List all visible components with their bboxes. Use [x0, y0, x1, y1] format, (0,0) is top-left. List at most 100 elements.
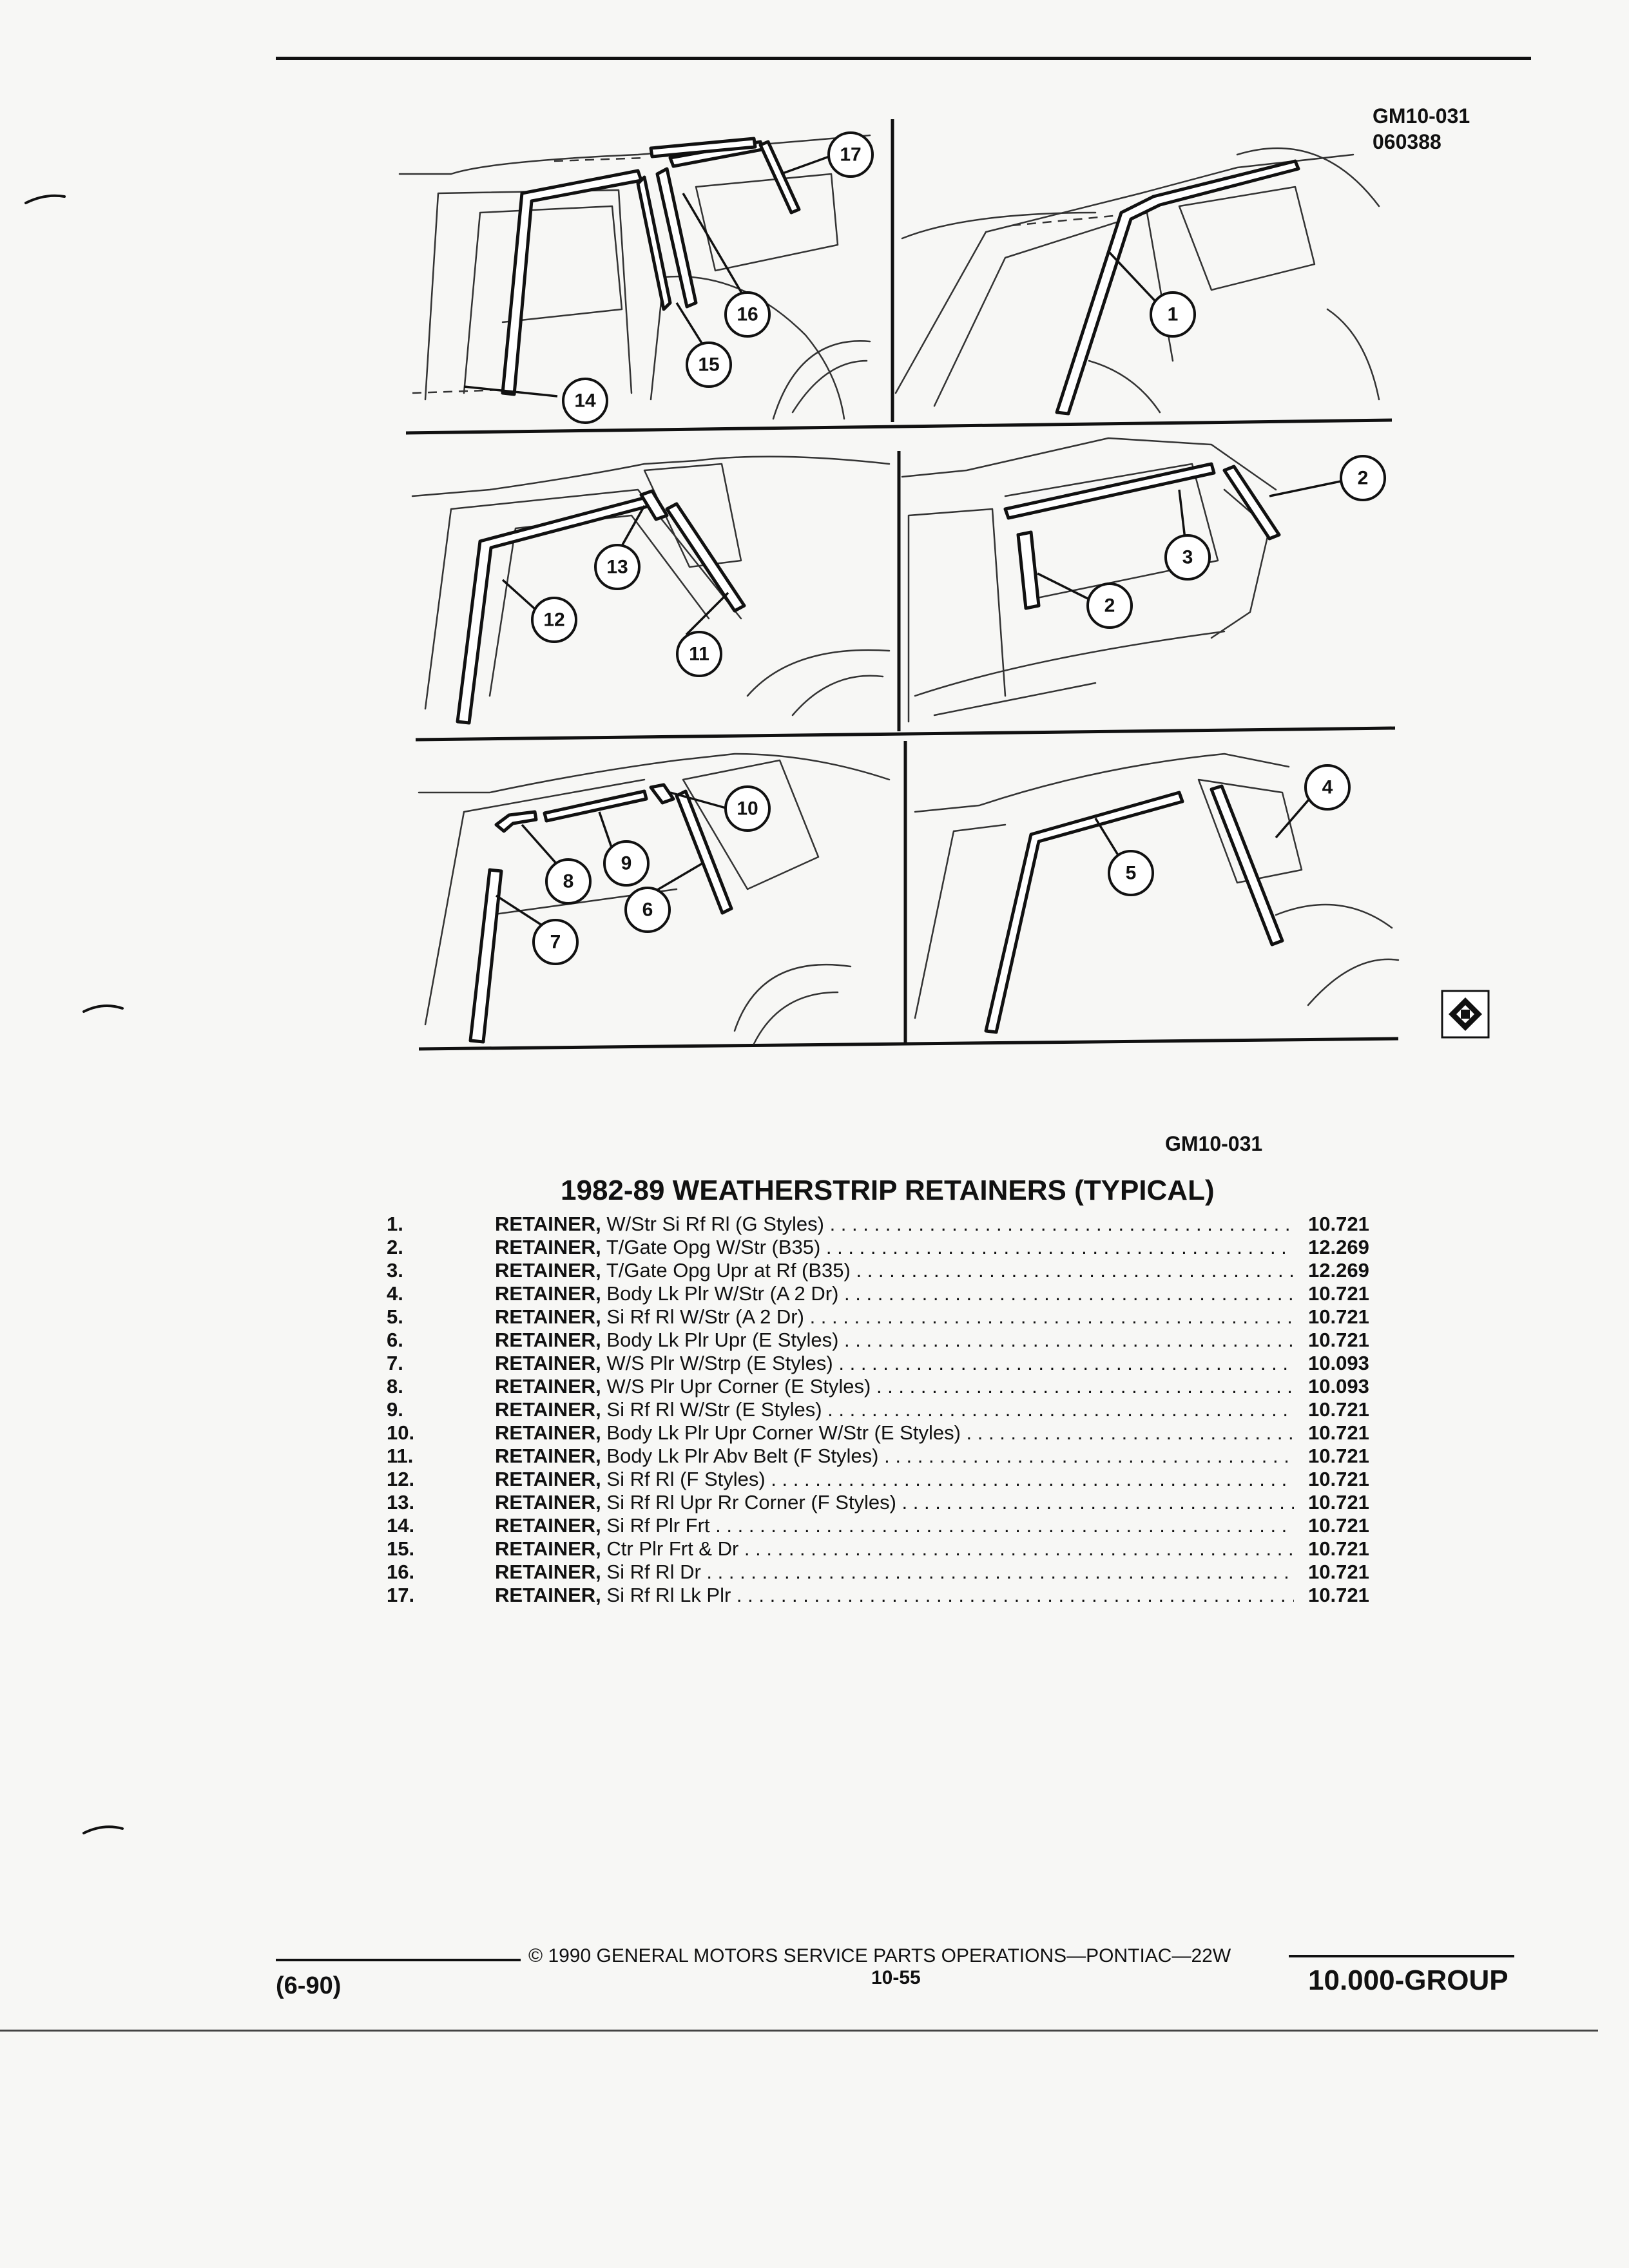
part-number: 16. — [387, 1561, 415, 1583]
callout-1-label: 1 — [1168, 304, 1179, 325]
part-name: RETAINER, — [495, 1514, 601, 1537]
figure-code: GM10-031 — [1373, 104, 1470, 128]
callout-9: 9 — [603, 840, 650, 887]
panel-middle-left — [411, 456, 891, 725]
callout-2b: 2 — [1086, 582, 1133, 629]
callout-17: 17 — [827, 131, 874, 178]
footer-rule-right — [1289, 1955, 1514, 1957]
callout-2a-label: 2 — [1358, 468, 1369, 489]
bottom-rule — [0, 2030, 1598, 2032]
footer-group: 10.000-GROUP — [1308, 1965, 1509, 1996]
callout-16: 16 — [724, 291, 771, 338]
margin-mark — [82, 1825, 124, 1834]
part-name: RETAINER, — [495, 1236, 601, 1258]
callout-6: 6 — [624, 887, 671, 933]
part-number: 14. — [387, 1514, 415, 1537]
panel-middle-right — [901, 437, 1281, 723]
leader-dots: . . . . . . . . . . . . . . . . . . . . … — [771, 1468, 1294, 1490]
callout-14: 14 — [562, 378, 608, 424]
part-group-number: 10.721 — [1308, 1213, 1369, 1235]
parts-list-row: 10. RETAINER, Body Lk Plr Upr Corner W/St… — [387, 1421, 1392, 1445]
parts-list-row: 3. RETAINER, T/Gate Opg Upr at Rf (B35) .… — [387, 1259, 1392, 1282]
part-detail: T/Gate Opg W/Str (B35) — [606, 1236, 821, 1258]
footer-date: (6-90) — [276, 1972, 342, 1999]
leader-dots: . . . . . . . . . . . . . . . . . . . . … — [706, 1561, 1294, 1583]
footer-copyright: © 1990 GENERAL MOTORS SERVICE PARTS OPER… — [528, 1945, 1231, 1966]
part-group-number: 10.721 — [1308, 1282, 1369, 1305]
part-group-number: 10.721 — [1308, 1305, 1369, 1328]
part-number: 3. — [387, 1259, 403, 1282]
callout-11: 11 — [676, 631, 722, 677]
part-detail: Body Lk Plr Abv Belt (F Styles) — [606, 1445, 879, 1467]
callout-10: 10 — [724, 785, 771, 832]
part-description: RETAINER, Si Rf Rl (F Styles) . . . . . … — [495, 1468, 1294, 1491]
parts-list-row: 6.RETAINER, Body Lk Plr Upr (E Styles) .… — [387, 1329, 1392, 1352]
callout-9-label: 9 — [621, 853, 632, 874]
callout-7-label: 7 — [550, 932, 561, 953]
part-description: RETAINER, Ctr Plr Frt & Dr . . . . . . .… — [495, 1537, 1294, 1561]
part-name: RETAINER, — [495, 1445, 601, 1467]
parts-list-row: 4.RETAINER, Body Lk Plr W/Str (A 2 Dr) .… — [387, 1282, 1392, 1305]
footer-page-number: 10-55 — [871, 1967, 921, 1988]
part-number: 10. — [387, 1421, 415, 1444]
part-description: RETAINER, Si Rf Rl Lk Plr . . . . . . . … — [495, 1584, 1294, 1607]
part-description: RETAINER, Body Lk Plr Abv Belt (F Styles… — [495, 1445, 1294, 1468]
part-name: RETAINER, — [495, 1259, 601, 1282]
parts-list-row: 12.RETAINER, Si Rf Rl (F Styles) . . . .… — [387, 1468, 1392, 1491]
callout-11-label: 11 — [689, 644, 709, 665]
part-description: RETAINER, T/Gate Opg Upr at Rf (B35) . .… — [495, 1259, 1294, 1282]
part-description: RETAINER, Body Lk Plr Upr (E Styles) . .… — [495, 1329, 1294, 1352]
callout-4: 4 — [1304, 764, 1351, 811]
part-name: RETAINER, — [495, 1213, 601, 1235]
panel-top-right — [894, 147, 1380, 416]
parts-list-row: 16. RETAINER, Si Rf Rl Dr . . . . . . . .… — [387, 1561, 1392, 1584]
part-number: 8. — [387, 1375, 403, 1398]
part-group-number: 10.721 — [1308, 1398, 1369, 1421]
parts-list-row: 1.RETAINER, W/Str Si Rf Rl (G Styles) . … — [387, 1213, 1392, 1236]
callout-4-label: 4 — [1322, 777, 1333, 798]
callout-2b-label: 2 — [1104, 595, 1115, 617]
leader-dots: . . . . . . . . . . . . . . . . . . . . … — [876, 1375, 1294, 1398]
figure-number: 060388 — [1373, 130, 1441, 153]
parts-list-row: 13.RETAINER, Si Rf Rl Upr Rr Corner (F S… — [387, 1491, 1392, 1514]
part-name: RETAINER, — [495, 1584, 601, 1606]
part-detail: Si Rf Plr Frt — [606, 1514, 710, 1537]
part-number: 2. — [387, 1236, 403, 1258]
parts-list-row: 15. RETAINER, Ctr Plr Frt & Dr . . . . . … — [387, 1537, 1392, 1561]
part-detail: Body Lk Plr Upr Corner W/Str (E Styles) — [606, 1421, 961, 1444]
parts-list-row: 14.RETAINER, Si Rf Plr Frt . . . . . . .… — [387, 1514, 1392, 1537]
callout-1: 1 — [1150, 291, 1196, 338]
part-name: RETAINER, — [495, 1491, 601, 1514]
part-number: 1. — [387, 1213, 403, 1235]
top-rule — [276, 57, 1531, 60]
margin-mark — [24, 194, 66, 204]
part-group-number: 10.093 — [1308, 1352, 1369, 1374]
part-detail: Ctr Plr Frt & Dr — [606, 1537, 739, 1560]
leader-dots: . . . . . . . . . . . . . . . . . . . . … — [825, 1236, 1294, 1258]
callout-2a: 2 — [1340, 455, 1386, 501]
part-number: 11. — [387, 1445, 414, 1467]
callout-3: 3 — [1164, 534, 1211, 581]
part-description: RETAINER, Body Lk Plr Upr Corner W/Str (… — [495, 1421, 1294, 1445]
part-description: RETAINER, Si Rf Rl Dr . . . . . . . . . … — [495, 1561, 1294, 1584]
part-description: RETAINER, Si Rf Rl W/Str (A 2 Dr) . . . … — [495, 1305, 1294, 1329]
callout-13-label: 13 — [606, 557, 628, 578]
callout-12: 12 — [531, 597, 577, 643]
part-detail: Si Rf Rl W/Str (A 2 Dr) — [606, 1305, 804, 1328]
part-name: RETAINER, — [495, 1352, 601, 1374]
part-number: 15. — [387, 1537, 415, 1560]
part-group-number: 10.721 — [1308, 1329, 1369, 1351]
callout-15-label: 15 — [698, 354, 719, 376]
part-group-number: 10.721 — [1308, 1537, 1369, 1560]
callout-8: 8 — [545, 858, 592, 905]
part-detail: T/Gate Opg Upr at Rf (B35) — [606, 1259, 851, 1282]
panel-grid — [405, 119, 1399, 1051]
part-description: RETAINER, Si Rf Rl W/Str (E Styles) . . … — [495, 1398, 1294, 1421]
part-group-number: 10.721 — [1308, 1491, 1369, 1514]
part-detail: Si Rf Rl (F Styles) — [606, 1468, 766, 1490]
leader-dots: . . . . . . . . . . . . . . . . . . . . … — [809, 1305, 1294, 1328]
leader-dots: . . . . . . . . . . . . . . . . . . . . … — [744, 1537, 1294, 1560]
callout-14-label: 14 — [574, 390, 596, 412]
leader-dots: . . . . . . . . . . . . . . . . . . . . … — [884, 1445, 1294, 1467]
